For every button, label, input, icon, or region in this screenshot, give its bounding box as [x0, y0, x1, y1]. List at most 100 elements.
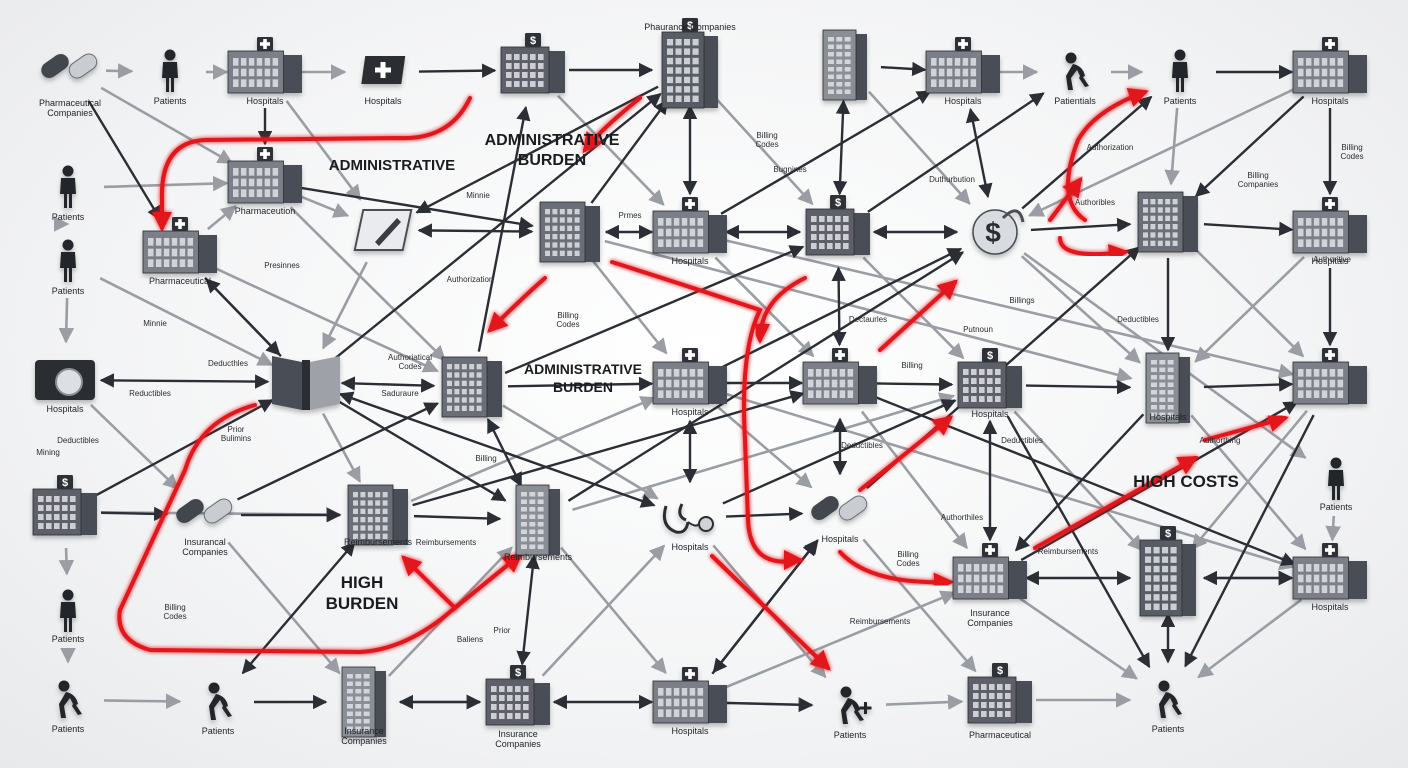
connector-arrow [868, 90, 971, 205]
insurance-tower-icon: $ [1139, 526, 1196, 617]
node-label: Patients [1320, 502, 1353, 512]
diagram-node: Hospitals [925, 37, 1000, 106]
callout-text: ADMINISTRATIVE [329, 157, 455, 174]
diagram-node: Patients [1320, 457, 1353, 512]
hospital-icon [652, 197, 727, 254]
diagram-node: $ [1139, 526, 1196, 617]
connector-arrow [1194, 256, 1305, 363]
diagram-node: Hospitals [652, 197, 727, 266]
diagram-node: Patients [834, 686, 872, 740]
hospital-icon [142, 217, 217, 274]
svg-text:$: $ [1165, 528, 1171, 540]
connector-arrow [1203, 221, 1294, 237]
skyscraper-icon [515, 484, 560, 556]
hospital-icon [652, 348, 727, 405]
diagram-node: Hospitals [652, 348, 727, 417]
connector-arrow [724, 392, 1296, 571]
edge-label: Mining [36, 448, 60, 457]
edge-label: Deductibles [1117, 315, 1159, 324]
callout-text: HIGH COSTS [1133, 472, 1239, 491]
diagram-node: $ [500, 33, 565, 94]
bending-person-icon [208, 682, 232, 720]
edge-label: Reimbursements [416, 538, 476, 547]
connector-arrow [300, 186, 534, 231]
edge-labels-layer: MinniePrmesBugninesBillingCodesDuthurbut… [36, 131, 1363, 644]
dark-edges-layer [87, 61, 1338, 712]
red-highlight-path [610, 260, 804, 573]
connector-arrow [504, 245, 805, 375]
connector-arrow [1203, 377, 1294, 392]
red-paths-layer [117, 62, 1289, 671]
connector-arrow [724, 239, 1295, 379]
callout-text: ADMINISTRATIVE [485, 132, 620, 149]
edge-label: Reductibles [129, 389, 171, 398]
edge-label: Billing [901, 361, 922, 370]
connector-arrow [720, 90, 932, 215]
person-icon [60, 239, 76, 282]
connector-arrow [1192, 246, 1305, 358]
connector-arrow [1006, 415, 1151, 669]
diagram-node: $Pharmaceutical [967, 663, 1032, 740]
office-building-icon [539, 201, 600, 263]
node-label: Hospitals [1311, 96, 1349, 106]
connector-arrow [1021, 95, 1153, 210]
connector-arrow [477, 105, 531, 352]
connector-arrow [333, 93, 662, 361]
diagram-node: Patients [52, 239, 85, 296]
connector-arrow [722, 590, 957, 690]
callout-text: ADMINISTRATIVE [524, 361, 642, 377]
node-label: Companies [182, 547, 228, 557]
node-label: Companies [495, 739, 541, 749]
connector-arrow [90, 404, 179, 490]
red-highlight-path [878, 279, 958, 352]
edge-label: Billings [1009, 296, 1034, 305]
connector-arrow [1013, 410, 1144, 552]
connector-arrow [725, 506, 804, 522]
connector-arrow [875, 377, 954, 392]
edge-label: Deducthles [208, 359, 248, 368]
node-label: Hospitals [671, 726, 709, 736]
edge-label: Companies [1238, 180, 1278, 189]
diagram-node: Hospitals [1292, 197, 1367, 266]
connector-arrow [289, 206, 447, 362]
connector-arrow [831, 266, 847, 347]
node-label: Patients [52, 724, 85, 734]
node-label: Hospitals [671, 407, 709, 417]
connector-arrow [58, 547, 75, 576]
diagram-node [272, 356, 340, 410]
connector-arrow [415, 85, 659, 214]
node-label: Patients [202, 726, 235, 736]
edge-label: Authoribles [1075, 198, 1115, 207]
diagram-node: Patients [52, 165, 85, 222]
office-building-icon [1137, 191, 1198, 253]
connector-arrow [206, 205, 237, 231]
node-label: Hospitals [1311, 256, 1349, 266]
node-label: Insurancal [184, 537, 226, 547]
connector-arrow [590, 99, 669, 204]
stethoscope-icon [662, 503, 714, 534]
node-label: Hospitals [944, 96, 982, 106]
edge-label: Bulimins [221, 434, 251, 443]
connector-arrow [716, 405, 813, 489]
hospital-icon [802, 348, 877, 405]
connector-arrow [1014, 413, 1145, 552]
node-label: Hospitals [1149, 412, 1187, 422]
connector-arrow [560, 546, 667, 675]
red-highlight-path [858, 415, 954, 492]
bending-person-icon [58, 680, 82, 718]
connector-arrow [885, 694, 964, 710]
connector-arrow [103, 693, 182, 710]
red-highlight-path [582, 96, 642, 154]
node-label: Patients [1152, 724, 1185, 734]
connector-arrow [725, 697, 814, 712]
edge-label: Billing [1247, 171, 1268, 180]
red-highlight-path [117, 403, 524, 655]
node-label: Companies [967, 618, 1013, 628]
edge-label: Authorization [447, 275, 494, 284]
edge-label: Authorization [1087, 143, 1134, 152]
diagram-node [1137, 191, 1198, 253]
